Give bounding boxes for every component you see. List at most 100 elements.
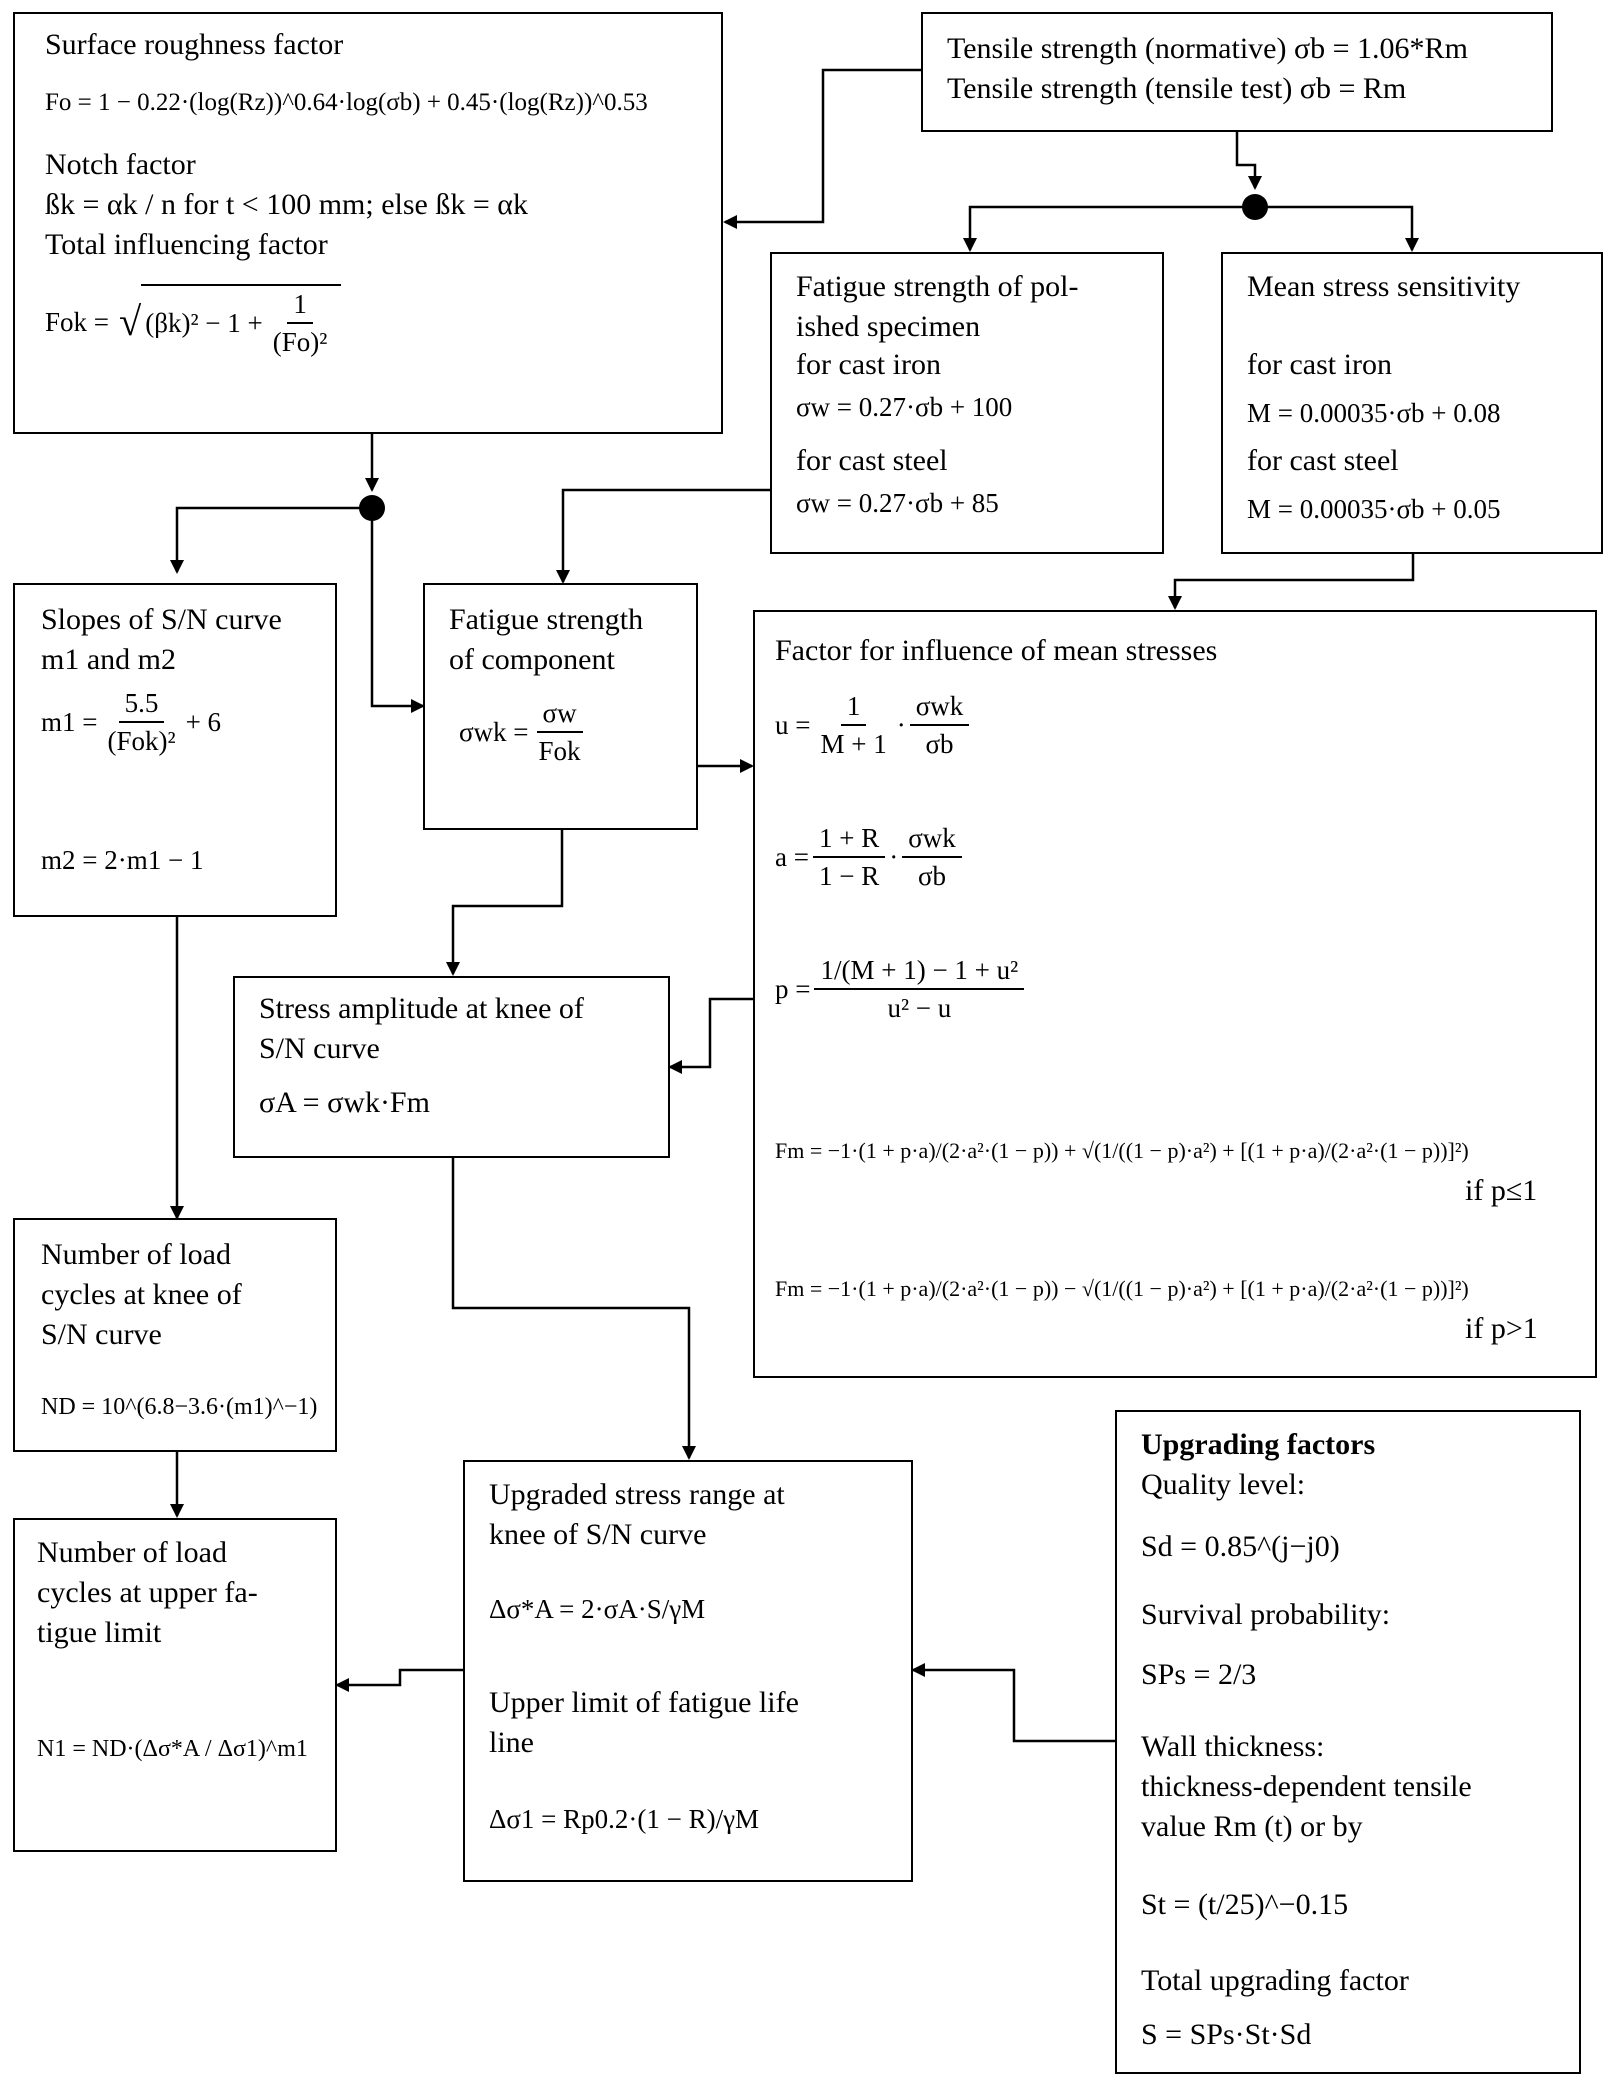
component-title1: Fatigue strength [449, 603, 644, 636]
sqrt-icon: √ [119, 299, 142, 344]
a-num2: σwk [902, 820, 962, 858]
box-slopes-sn-curve: Slopes of S/N curve m1 and m2 m1 = 5.5(F… [13, 583, 337, 917]
polished-title1: Fatigue strength of pol- [796, 270, 1079, 303]
u-num2: σwk [909, 688, 970, 726]
arrow-tensile-down [1235, 130, 1262, 190]
nd-title1: Number of load [41, 1238, 231, 1271]
n1-title3: tigue limit [37, 1616, 162, 1649]
m1-den: (Fok)² [107, 726, 176, 756]
upgraded-title1: Upgraded stress range at [489, 1478, 785, 1511]
component-lhs: σwk = [459, 717, 529, 747]
arrow-knee-to-upgraded [451, 1158, 696, 1460]
arrow-tensile-to-roughness [723, 68, 921, 229]
meansens-title: Mean stress sensitivity [1247, 270, 1521, 303]
a-den1: 1 − R [818, 861, 880, 891]
upgrading-survival: Survival probability: [1141, 1598, 1391, 1631]
fok-radicand: (βk)² − 1 + [145, 308, 263, 338]
notch-title: Notch factor [45, 148, 196, 181]
upgrading-sd: Sd = 0.85^(j−j0) [1141, 1530, 1340, 1563]
upgrading-wall1: Wall thickness: [1141, 1730, 1325, 1763]
box-upgrading-factors: Upgrading factors Quality level: Sd = 0.… [1115, 1410, 1581, 2074]
meansens-eq-iron: M = 0.00035·σb + 0.08 [1247, 398, 1501, 428]
component-num: σw [536, 695, 583, 733]
tensile-line2: Tensile strength (tensile test) σb = Rm [947, 72, 1407, 105]
m1-lhs: m1 = [41, 707, 98, 737]
n1-title2: cycles at upper fa- [37, 1576, 258, 1609]
n1-eq: N1 = ND·(Δσ*A / Δσ1)^m1 [37, 1736, 308, 1762]
upgrading-quality: Quality level: [1141, 1468, 1306, 1501]
upgrading-wall3: value Rm (t) or by [1141, 1810, 1363, 1843]
m1-num: 5.5 [118, 685, 165, 723]
fm2-formula: Fm = −1·(1 + p·a)/(2·a²·(1 − p)) − √(1/(… [775, 1276, 1469, 1301]
nd-title3: S/N curve [41, 1318, 162, 1351]
junction-dot-top [1242, 194, 1268, 220]
polished-eq-iron: σw = 0.27·σb + 100 [796, 392, 1013, 422]
m2-formula: m2 = 2·m1 − 1 [41, 845, 204, 875]
fok-num: 1 [287, 286, 313, 324]
fm1-formula: Fm = −1·(1 + p·a)/(2·a²·(1 − p)) + √(1/(… [775, 1138, 1469, 1163]
a-den2: σb [917, 861, 947, 891]
nd-eq: ND = 10^(6.8−3.6·(m1)^−1) [41, 1394, 318, 1420]
box-knee-stress-amplitude: Stress amplitude at knee of S/N curve σA… [233, 976, 670, 1158]
slopes-title1: Slopes of S/N curve [41, 603, 282, 636]
box-polished-specimen: Fatigue strength of pol- ished specimen … [770, 252, 1164, 554]
box-mean-stress-factor: Factor for influence of mean stresses u … [753, 610, 1597, 1378]
arrow-upgraded-to-n1 [335, 1668, 463, 1692]
a-num1: 1 + R [812, 820, 886, 858]
m1-rest: + 6 [185, 707, 222, 737]
upgraded-title2: knee of S/N curve [489, 1518, 707, 1551]
junction-dot-left [359, 495, 385, 521]
n1-title1: Number of load [37, 1536, 227, 1569]
polished-cast-steel: for cast steel [796, 444, 948, 477]
p-den: u² − u [887, 993, 952, 1023]
arrow-upgrading-to-upgraded [911, 1663, 1115, 1743]
arrow-factor-to-knee [668, 997, 753, 1074]
component-den: Fok [538, 736, 581, 766]
fok-lhs: Fok = [45, 307, 109, 337]
knee-eq: σA = σwk·Fm [259, 1086, 430, 1119]
component-title2: of component [449, 643, 615, 676]
u-num1: 1 [840, 688, 867, 726]
box-upper-limit-load-cycles: Number of load cycles at upper fa- tigue… [13, 1518, 337, 1852]
upgraded-title4: line [489, 1726, 534, 1759]
upgrading-s: S = SPs·St·Sd [1141, 2018, 1312, 2051]
box-mean-stress-sensitivity: Mean stress sensitivity for cast iron M … [1221, 252, 1603, 554]
meansens-eq-steel: M = 0.00035·σb + 0.05 [1247, 494, 1501, 524]
arrow-polished-to-component [556, 488, 770, 584]
p-lhs: p = [775, 974, 811, 1004]
nd-title2: cycles at knee of [41, 1278, 242, 1311]
arrow-component-to-knee [446, 830, 564, 976]
fok-den: (Fo)² [272, 327, 328, 357]
roughness-title: Surface roughness factor [45, 28, 344, 61]
fok-formula: Fok = √ (βk)² − 1 + 1(Fo)² [45, 284, 342, 360]
meanfactor-title: Factor for influence of mean stresses [775, 634, 1218, 667]
box-tensile-strength: Tensile strength (normative) σb = 1.06*R… [921, 12, 1553, 132]
polished-title2: ished specimen [796, 310, 981, 343]
u-den2: σb [925, 729, 954, 759]
polished-cast-iron: for cast iron [796, 348, 941, 381]
branch-left [963, 205, 1255, 252]
branch-to-slopes [170, 506, 372, 574]
upgrading-total: Total upgrading factor [1141, 1964, 1409, 1997]
m1-formula: m1 = 5.5(Fok)² + 6 [41, 685, 221, 759]
upgraded-eq2: Δσ1 = Rp0.2·(1 − R)/γM [489, 1804, 760, 1834]
u-den1: M + 1 [820, 729, 887, 759]
meansens-cast-iron: for cast iron [1247, 348, 1392, 381]
upgrading-title: Upgrading factors [1141, 1428, 1376, 1461]
box-influencing-factors: Surface roughness factor Fo = 1 − 0.22·(… [13, 12, 723, 434]
knee-title2: S/N curve [259, 1032, 380, 1065]
upgraded-title3: Upper limit of fatigue life [489, 1686, 799, 1719]
upgraded-eq1: Δσ*A = 2·σA·S/γM [489, 1594, 706, 1624]
polished-eq-steel: σw = 0.27·σb + 85 [796, 488, 999, 518]
upgrading-wall2: thickness-dependent tensile [1141, 1770, 1472, 1803]
total-title: Total influencing factor [45, 228, 328, 261]
branch-right [1255, 205, 1419, 252]
a-lhs: a = [775, 842, 809, 872]
box-upgraded-stress-range: Upgraded stress range at knee of S/N cur… [463, 1460, 913, 1882]
fm1-condition: if p≤1 [1465, 1174, 1538, 1207]
